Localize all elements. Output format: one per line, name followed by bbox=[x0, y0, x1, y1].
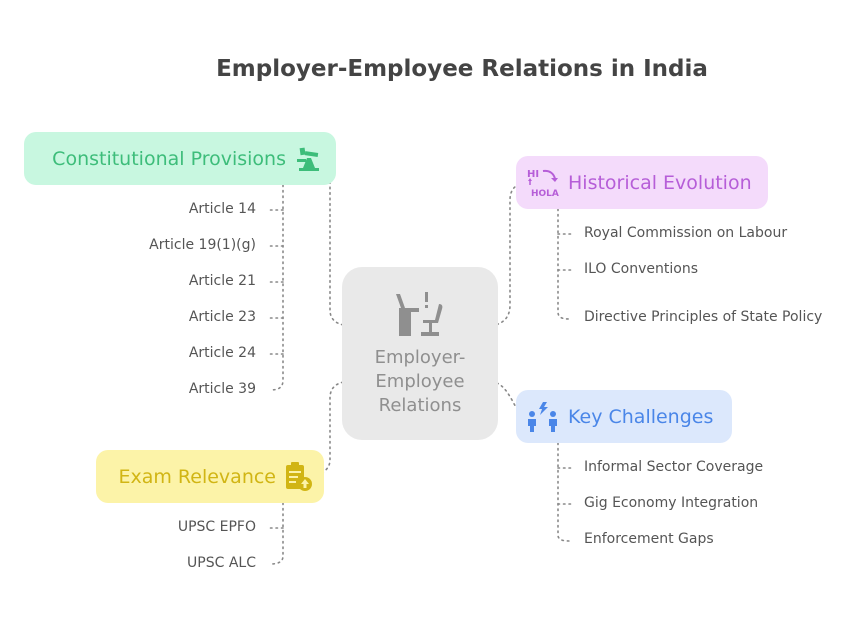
icon-text-hi: HI bbox=[527, 169, 539, 180]
node-exam-relevance[interactable]: Exam Relevance bbox=[96, 450, 324, 503]
leaf-upsc-alc: UPSC ALC bbox=[187, 555, 256, 571]
leaf-ilo-conventions: ILO Conventions bbox=[584, 261, 698, 277]
leaf-upsc-epfo: UPSC EPFO bbox=[177, 519, 256, 535]
connector-constitutional-spine bbox=[269, 184, 284, 391]
leaf-directive-principles: Directive Principles of State Policy bbox=[584, 309, 823, 325]
clipboard-upload-icon bbox=[284, 461, 314, 493]
node-label: Key Challenges bbox=[568, 405, 714, 428]
leaf-royal-commission-on-labour: Royal Commission on Labour bbox=[584, 225, 788, 241]
connector-exam-spine bbox=[269, 502, 284, 565]
leaf-article-39: Article 39 bbox=[188, 381, 256, 397]
leaf-gig-economy-integration: Gig Economy Integration bbox=[584, 495, 759, 511]
leaf-article-21: Article 21 bbox=[188, 273, 256, 289]
center-label-line-2: Employee bbox=[375, 370, 465, 392]
connector-historical-spine bbox=[557, 208, 571, 320]
node-label: Employer- Employee Relations bbox=[375, 346, 466, 418]
center-label-line-1: Employer- bbox=[374, 346, 466, 368]
leaf-article-14: Article 14 bbox=[188, 201, 256, 217]
diagram-title: Employer-Employee Relations in India bbox=[216, 56, 708, 82]
icon-text-hola: HOLA bbox=[531, 189, 559, 199]
leaf-article-23: Article 23 bbox=[188, 309, 256, 325]
hi-hola-translate-icon: HI HOLA bbox=[526, 166, 560, 200]
leaf-article-19-1-g: Article 19(1)(g) bbox=[149, 237, 256, 253]
connector-challenges-spine bbox=[557, 442, 571, 542]
node-key-challenges[interactable]: Key Challenges bbox=[516, 390, 732, 443]
leaf-enforcement-gaps: Enforcement Gaps bbox=[584, 531, 714, 547]
node-historical-evolution[interactable]: HI HOLA Historical Evolution bbox=[516, 156, 768, 209]
center-label-line-3: Relations bbox=[378, 394, 462, 416]
node-constitutional-provisions[interactable]: Constitutional Provisions bbox=[24, 132, 336, 185]
node-center-employer-employee-relations[interactable]: Employer- Employee Relations bbox=[342, 267, 498, 440]
desk-chair-icon bbox=[393, 290, 447, 340]
leaf-informal-sector-coverage: Informal Sector Coverage bbox=[584, 459, 764, 475]
leaf-article-24: Article 24 bbox=[188, 345, 256, 361]
node-label: Constitutional Provisions bbox=[52, 147, 286, 170]
people-conflict-icon bbox=[526, 401, 560, 433]
node-label: Exam Relevance bbox=[118, 465, 276, 488]
justice-scale-icon bbox=[294, 144, 324, 174]
node-label: Historical Evolution bbox=[568, 171, 752, 194]
